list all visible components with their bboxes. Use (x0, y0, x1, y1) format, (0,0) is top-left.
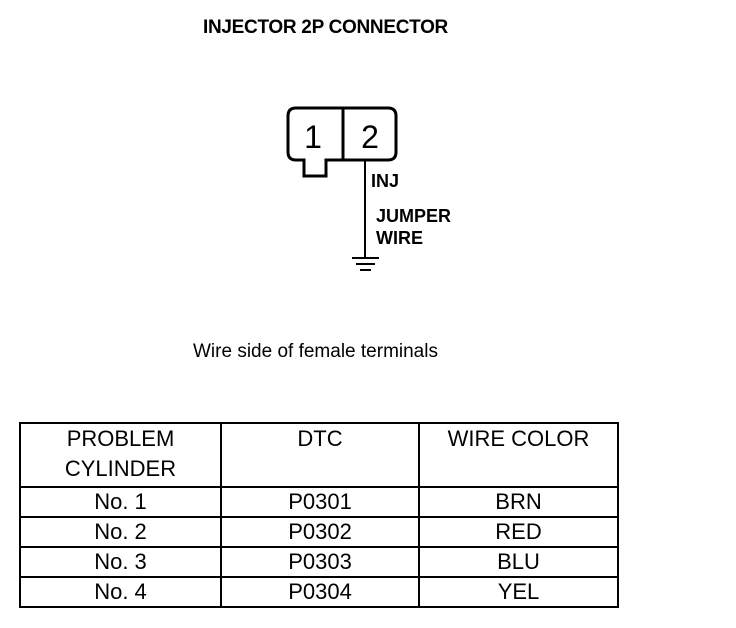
table-row: No. 3 P0303 BLU (19, 546, 619, 578)
pin-2-number: 2 (361, 119, 379, 155)
cell-dtc: P0301 (220, 486, 420, 518)
cell-cylinder: No. 3 (19, 546, 222, 578)
cell-dtc: P0304 (220, 576, 420, 608)
cell-dtc: P0303 (220, 546, 420, 578)
connector-diagram: 1 2 (286, 106, 398, 271)
header-dtc: DTC (220, 422, 420, 488)
ground-icon (352, 257, 379, 271)
cell-cylinder: No. 2 (19, 516, 222, 548)
cell-cylinder: No. 1 (19, 486, 222, 518)
cell-color: BRN (418, 486, 619, 518)
connector-body (286, 106, 398, 178)
jumper-label-line1: JUMPER (376, 206, 452, 226)
cell-color: RED (418, 516, 619, 548)
table-row: No. 1 P0301 BRN (19, 486, 619, 518)
jumper-label-line2: WIRE (376, 228, 423, 248)
cell-cylinder: No. 4 (19, 576, 222, 608)
cell-dtc: P0302 (220, 516, 420, 548)
cell-color: YEL (418, 576, 619, 608)
table-row: No. 4 P0304 YEL (19, 576, 619, 608)
diagram-caption: Wire side of female terminals (193, 341, 438, 362)
header-problem-cylinder: PROBLEM CYLINDER (19, 422, 222, 488)
pin-1-number: 1 (304, 119, 322, 155)
dtc-table: PROBLEM CYLINDER DTC WIRE COLOR No. 1 P0… (19, 422, 619, 608)
cell-color: BLU (418, 546, 619, 578)
header-wire-color: WIRE COLOR (418, 422, 619, 488)
table-row: No. 2 P0302 RED (19, 516, 619, 548)
diagram-title: INJECTOR 2P CONNECTOR (203, 17, 448, 38)
inj-label: INJ (371, 171, 400, 191)
table-header-row: PROBLEM CYLINDER DTC WIRE COLOR (19, 422, 619, 488)
